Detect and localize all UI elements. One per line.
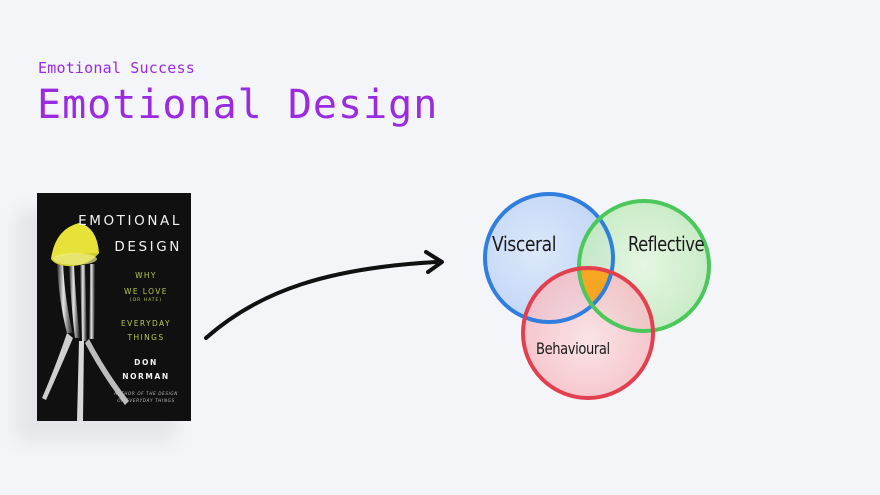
- visceral-label: Visceral: [492, 232, 557, 256]
- reflective-label: Reflective: [628, 232, 705, 256]
- book-author-credit: AUTHOR OF THE DESIGN OF EVERYDAY THINGS: [113, 391, 179, 403]
- venn-diagram: [483, 192, 711, 400]
- book-subtitle-line2: WE LOVE: [124, 287, 168, 296]
- juicer-illustration: [42, 223, 129, 421]
- book-author-line1: DON: [134, 358, 158, 367]
- book-subtitle-line3: (OR HATE): [129, 298, 163, 303]
- book-author-line2: NORMAN: [122, 372, 170, 381]
- book-subtitle-line1: WHY: [135, 271, 157, 280]
- book-cover: EMOTIONAL DESIGN WHY WE LOVE (OR HATE) E…: [37, 193, 191, 421]
- book-subtitle-line5: THINGS: [127, 333, 165, 342]
- book-subtitle-line4: EVERYDAY: [121, 319, 171, 328]
- page-title: Emotional Design: [37, 82, 439, 128]
- behavioural-circle: [523, 268, 653, 398]
- book-title-line2: DESIGN: [114, 239, 182, 255]
- book-title-line1: EMOTIONAL: [78, 213, 182, 229]
- behavioural-label: Behavioural: [536, 339, 610, 358]
- section-subtitle: Emotional Success: [38, 59, 195, 77]
